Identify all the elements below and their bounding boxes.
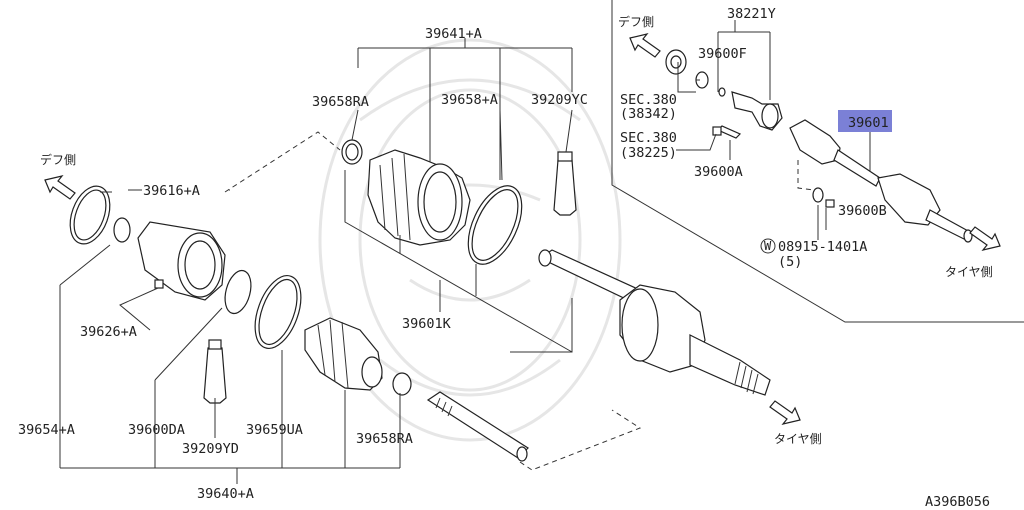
drive-shaft-assy-39601 — [789, 119, 973, 243]
text-tire-side-inset: タイヤ側 — [945, 265, 993, 279]
label-39626A: 39626+A — [80, 324, 137, 340]
label-39658RA-top: 39658RA — [312, 94, 369, 110]
label-39601K: 39601K — [402, 316, 452, 332]
label-sec380-1b: (38342) — [620, 106, 677, 122]
arrow-tire-side-inset — [969, 226, 1001, 251]
label-39658A: 39658+A — [441, 92, 498, 108]
inner-shaft — [426, 391, 529, 462]
boot-band-39659UA — [254, 275, 302, 349]
label-39640A: 39640+A — [197, 486, 254, 502]
washer-symbol: W — [760, 238, 776, 254]
text-diff-side-inset: デフ側 — [618, 14, 654, 29]
snap-ring-39600DA — [224, 269, 252, 315]
label-sec380-2a: SEC.380 — [620, 130, 677, 146]
label-39209YC: 39209YC — [531, 92, 588, 108]
flange-38221Y — [731, 91, 783, 131]
boot-band-39658A — [467, 185, 523, 265]
seal-38342 — [665, 49, 687, 75]
washer-letter: W — [764, 239, 772, 253]
label-39600DA: 39600DA — [128, 422, 185, 438]
drive-shaft — [538, 249, 642, 301]
guide-dash-top — [224, 131, 341, 193]
inner-boot — [304, 317, 383, 391]
label-08915: 08915-1401A — [778, 239, 867, 255]
o-ring-39600F — [695, 71, 726, 97]
label-08915-qty: (5) — [778, 254, 802, 270]
label-sec380-2b: (38225) — [620, 145, 677, 161]
label-39641A: 39641+A — [425, 26, 482, 42]
grease-tube-39209YD — [203, 339, 227, 404]
housing-39626A — [137, 221, 226, 301]
label-39654A: 39654+A — [18, 422, 75, 438]
label-39600A: 39600A — [694, 164, 743, 180]
label-39600F: 39600F — [698, 46, 747, 62]
nut-39600B — [812, 187, 835, 208]
watermark-emblem — [318, 38, 622, 442]
highlight-39601 — [838, 110, 892, 132]
label-39659UA: 39659UA — [246, 422, 303, 438]
grease-tube-39209YC — [553, 151, 577, 216]
text-diff-side-left: デフ側 — [40, 152, 76, 167]
guide-dash-bottom — [519, 409, 642, 471]
inset-border — [611, 0, 1024, 323]
snap-ring-bottom — [392, 372, 412, 396]
leader-lines-main — [59, 38, 573, 484]
leader-lines-inset — [676, 20, 871, 240]
label-sec380-1a: SEC.380 — [620, 92, 677, 108]
text-tire-side-main: タイヤ側 — [774, 432, 822, 446]
outer-joint — [619, 284, 771, 396]
label-39658RA-bottom: 39658RA — [356, 431, 413, 447]
bolt-38225 — [712, 125, 742, 139]
label-39601: 39601 — [848, 115, 889, 131]
circlip-39616A — [69, 185, 111, 245]
arrow-diff-side-left — [44, 175, 76, 200]
diagram-code: A396B056 — [925, 494, 990, 510]
outer-boot — [367, 149, 471, 246]
label-39600B: 39600B — [838, 203, 887, 219]
snap-ring-small — [113, 217, 131, 243]
label-39209YD: 39209YD — [182, 441, 239, 457]
arrow-tire-side-main — [769, 400, 801, 425]
arrow-diff-side-inset — [629, 33, 661, 58]
snap-ring-39658RA — [341, 139, 363, 165]
label-38221Y: 38221Y — [727, 6, 776, 22]
label-39616A: 39616+A — [143, 183, 200, 199]
